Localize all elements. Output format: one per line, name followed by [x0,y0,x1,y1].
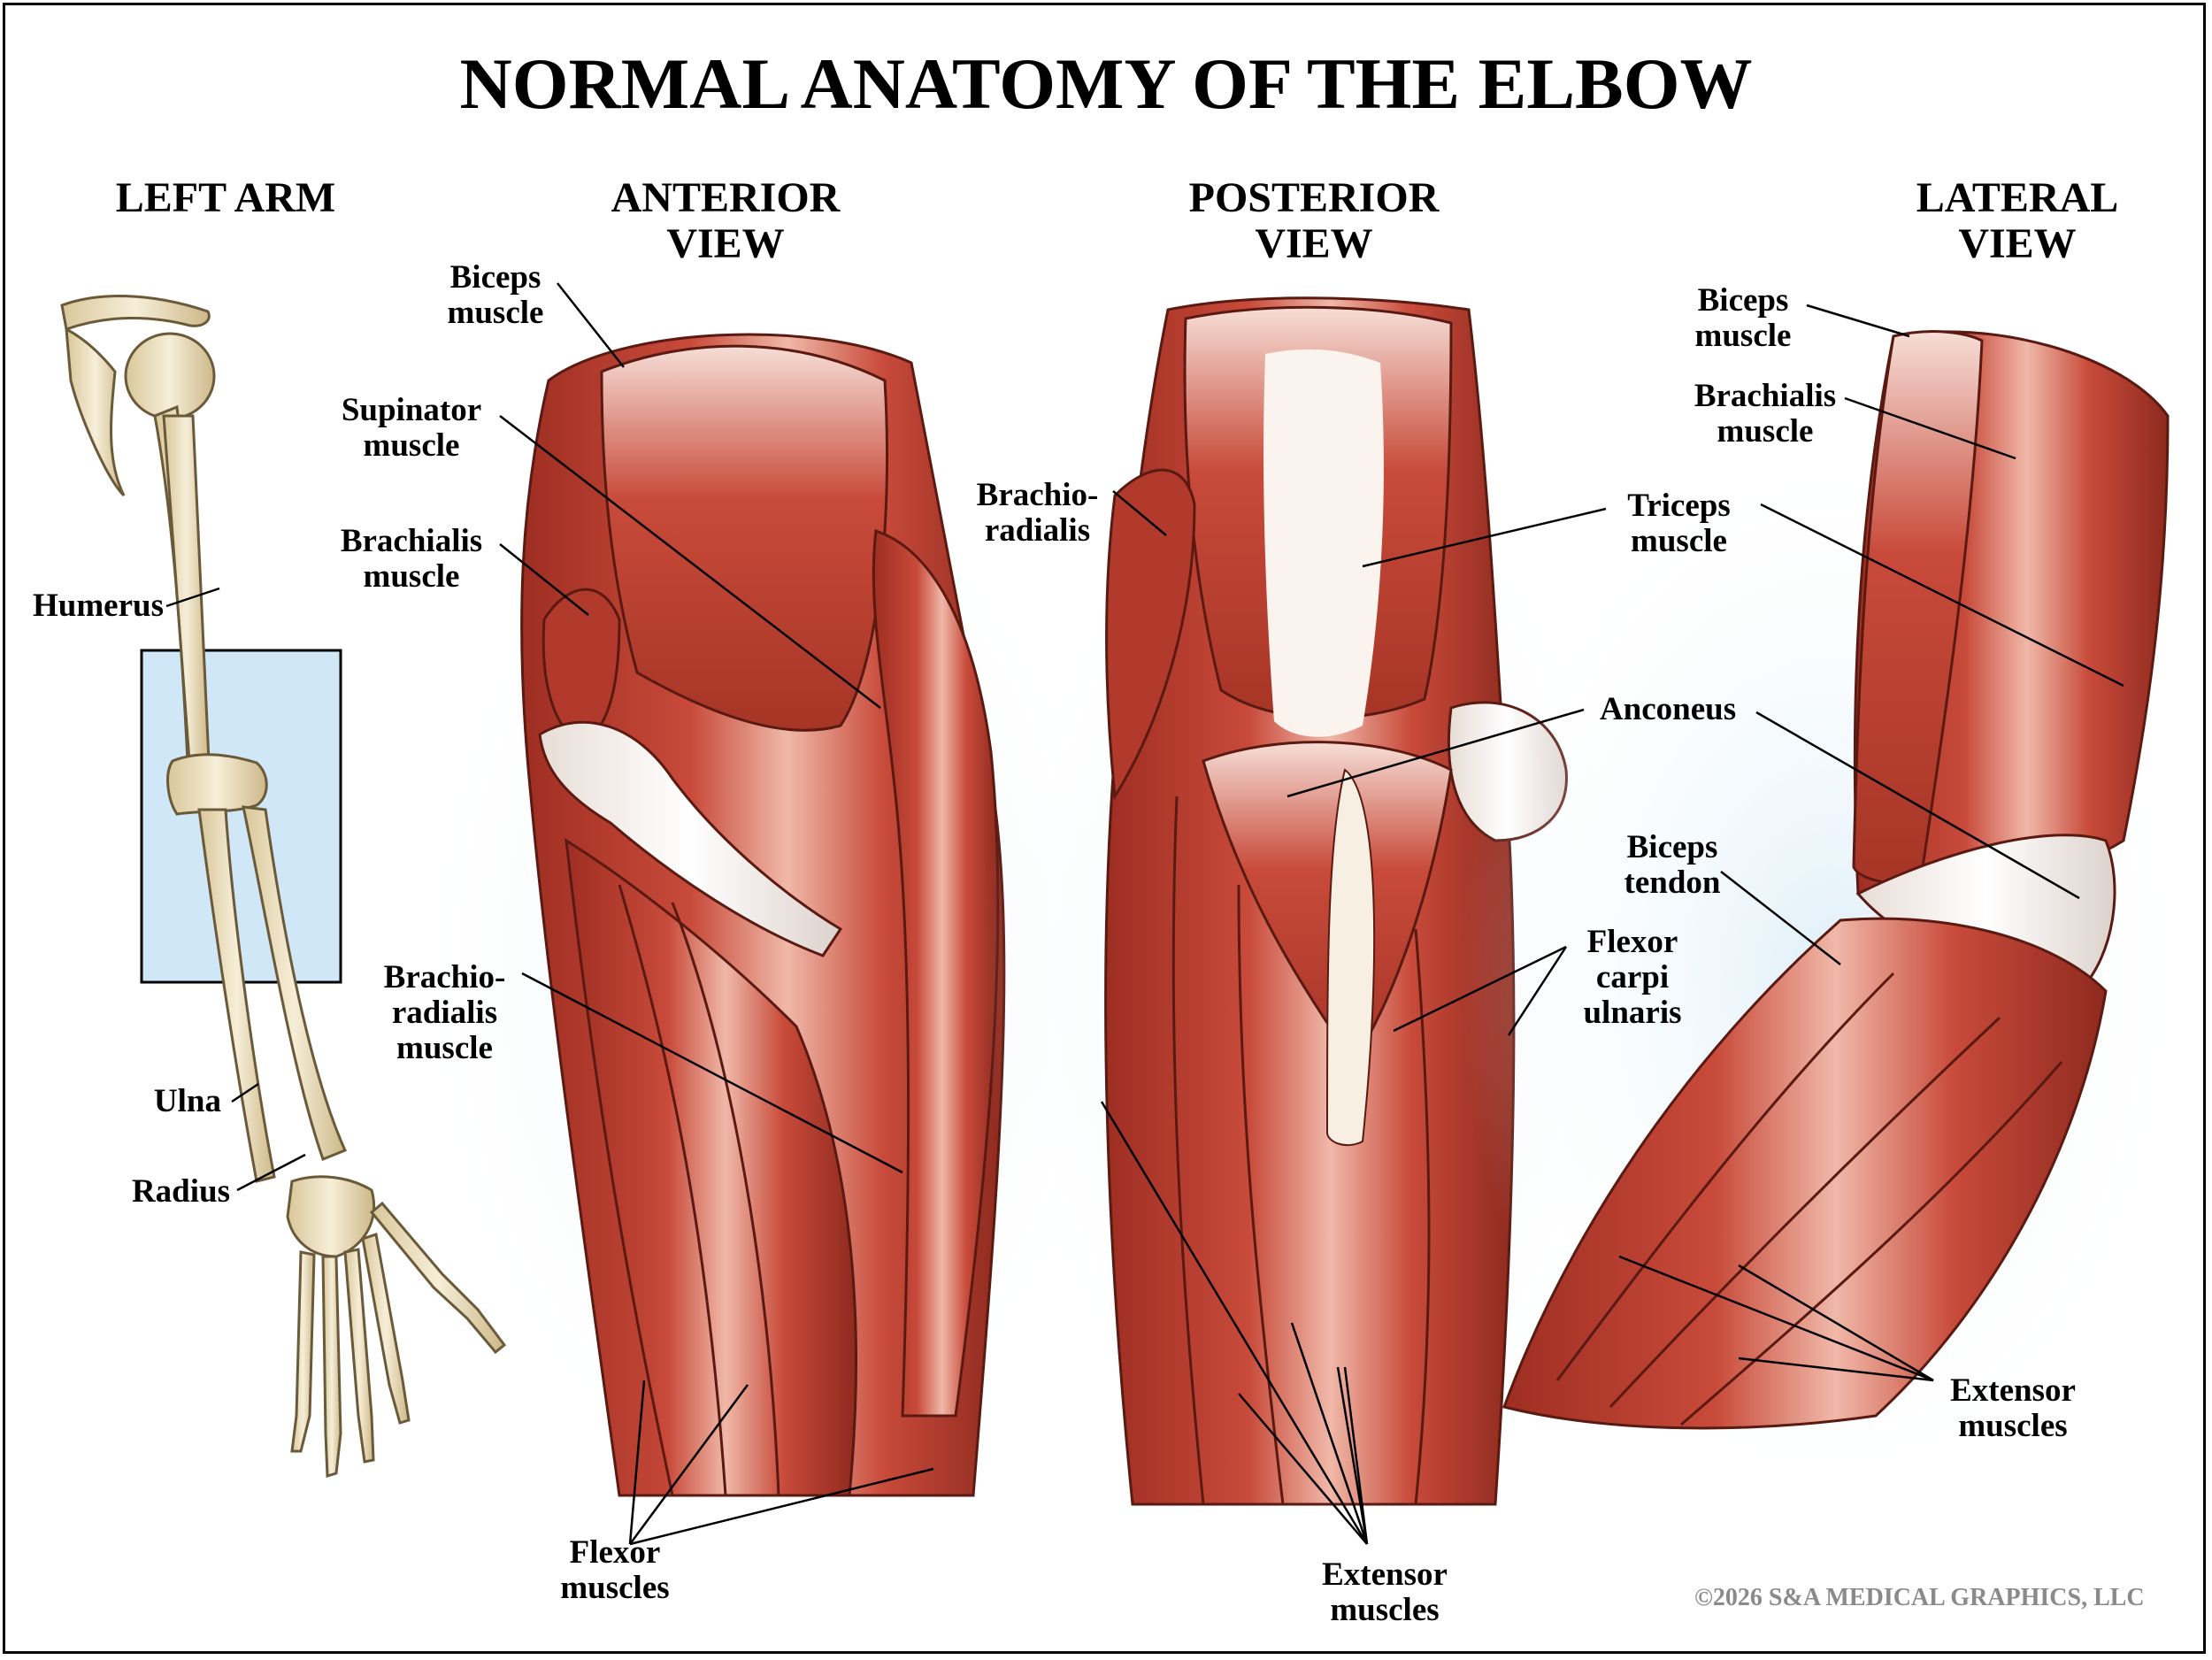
heading-posterior-line2: VIEW [1255,220,1373,267]
anterior-tendon [538,720,843,957]
ulna-bone [197,808,276,1183]
label-lateral-brachialis: Brachialis muscle [1677,379,1854,450]
label-posterior-fcu-line2: carpi [1595,959,1670,995]
label-anterior-supinator: Supinator muscle [327,393,495,464]
label-anterior-brachialis-line2: muscle [363,558,460,595]
heading-lateral-line1: LATERAL [1916,174,2119,221]
label-radius: Radius [131,1173,230,1210]
lateral-view-illustration [1460,330,2203,1522]
label-anterior-brachioradialis: Brachio- radialis muscle [372,960,518,1066]
label-posterior-anconeus: Anconeus [1599,691,1737,727]
label-anterior-flexor-line1: Flexor [569,1534,661,1571]
label-posterior-extensor: Extensor muscles [1292,1557,1478,1628]
label-anterior-brachialis-line1: Brachialis [340,523,483,559]
label-posterior-brachioradialis-line2: radialis [984,512,1091,549]
anterior-flexor-muscles [565,838,857,1497]
label-anterior-brachialis: Brachialis muscle [323,524,500,595]
heading-anterior-view: ANTERIOR VIEW [584,175,867,267]
carpal-bones [286,1175,376,1258]
left-arm-skeleton [60,295,507,1478]
label-lateral-extensor-line2: muscles [1958,1408,2068,1444]
label-anterior-biceps-line2: muscle [447,295,544,331]
label-lateral-biceps-line1: Biceps [1697,282,1789,319]
heading-left-arm: LEFT ARM [97,175,354,221]
anterior-muscle-groove [618,884,780,1496]
anterior-brachialis-muscle [541,588,621,745]
label-posterior-fcu-line1: Flexor [1586,924,1678,960]
humerus-condyles [166,753,268,816]
label-humerus: Humerus [33,588,164,624]
label-lateral-brachialis-line2: muscle [1717,413,1814,450]
posterior-view-illustration [982,296,1655,1540]
humerus-head [124,332,216,420]
label-anterior-flexor: Flexor muscles [540,1535,690,1606]
heading-lateral-line2: VIEW [1958,220,2077,267]
label-posterior-flexor-carpi-ulnaris: Flexor carpi ulnaris [1566,925,1699,1031]
label-anterior-brachioradialis-line1: Brachio- [383,959,506,995]
lateral-forearm [1502,917,2108,1430]
label-anterior-biceps: Biceps muscle [425,260,566,331]
label-lateral-biceps-tendon-line1: Biceps [1626,829,1718,865]
label-posterior-extensor-line1: Extensor [1322,1556,1448,1593]
label-lateral-brachialis-line1: Brachialis [1694,378,1837,414]
heading-anterior-line2: VIEW [666,220,785,267]
label-lateral-biceps-line2: muscle [1694,318,1792,354]
anterior-brachioradialis-muscle [872,528,1000,1418]
anterior-biceps-muscle [600,344,889,732]
label-posterior-fcu-line3: ulnaris [1583,995,1682,1031]
posterior-extensor-grooves [1171,795,1431,1505]
label-posterior-triceps-line1: Triceps [1627,488,1731,524]
label-posterior-brachioradialis-line1: Brachio- [976,477,1099,513]
heading-posterior-line1: POSTERIOR [1188,174,1440,221]
heading-left-arm-text: LEFT ARM [115,174,336,221]
diagram-frame [3,3,2206,1654]
clavicle-bone [60,295,211,332]
label-posterior-triceps: Triceps muscle [1606,488,1752,559]
label-lateral-biceps-tendon-line2: tendon [1624,865,1721,901]
radius-bone [242,805,348,1161]
heading-posterior-view: POSTERIOR VIEW [1159,175,1469,267]
label-lateral-biceps-tendon: Biceps tendon [1606,830,1739,901]
posterior-anconeus-muscle [1202,741,1453,1064]
anterior-view-illustration [398,333,1141,1522]
label-anterior-biceps-line1: Biceps [449,259,541,296]
elbow-highlight-box [140,649,342,984]
label-lateral-extensor-line1: Extensor [1950,1372,2076,1409]
label-anterior-brachioradialis-line2: radialis [391,995,498,1031]
copyright-notice: ©2026 S&A MEDICAL GRAPHICS, LLC [1694,1584,2145,1611]
label-anterior-brachioradialis-line3: muscle [396,1030,493,1066]
label-anterior-supinator-line1: Supinator [341,392,482,428]
label-posterior-extensor-line2: muscles [1330,1592,1440,1628]
label-anterior-flexor-line2: muscles [560,1570,670,1606]
label-posterior-brachioradialis: Brachio- radialis [964,478,1110,549]
label-lateral-biceps: Biceps muscle [1677,283,1809,354]
finger-bones [290,1201,507,1478]
posterior-ulna-ridge [1325,768,1376,1147]
heading-anterior-line1: ANTERIOR [611,174,841,221]
leader-lines [165,282,2124,1546]
label-ulna: Ulna [153,1083,221,1119]
posterior-brachioradialis [1105,468,1196,801]
heading-lateral-view: LATERAL VIEW [1876,175,2159,267]
label-lateral-extensor: Extensor muscles [1924,1373,2101,1444]
page-title: NORMAL ANATOMY OF THE ELBOW [459,43,1753,124]
label-anterior-supinator-line2: muscle [363,427,460,464]
label-posterior-triceps-line2: muscle [1631,523,1727,559]
posterior-triceps-tendon [1263,349,1384,737]
scapula-bone [65,327,126,497]
lateral-extensor-grooves [1555,972,2063,1426]
